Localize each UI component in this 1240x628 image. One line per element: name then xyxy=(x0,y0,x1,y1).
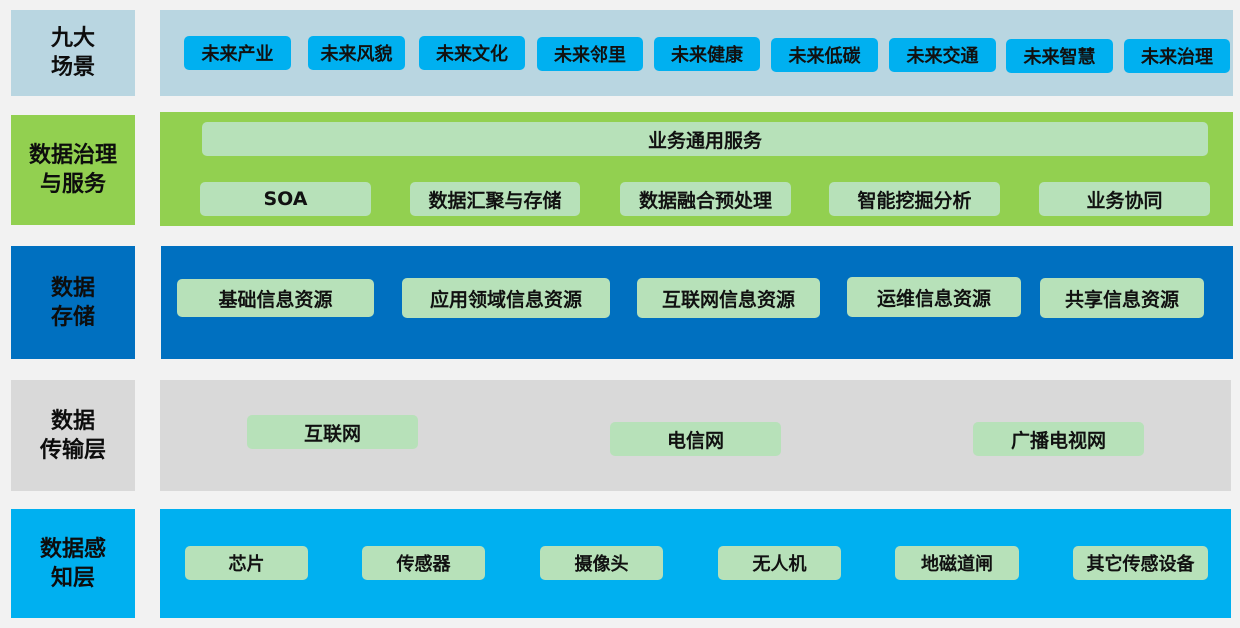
sensing-chip-camera: 摄像头 xyxy=(540,546,663,580)
governance-chip-collaboration: 业务协同 xyxy=(1039,182,1210,216)
governance-chip-aggregation: 数据汇聚与存储 xyxy=(410,182,580,216)
storage-chip-shared: 共享信息资源 xyxy=(1040,278,1204,318)
layer-panel-transport: 互联网 电信网 广播电视网 xyxy=(160,380,1231,491)
governance-chip-mining: 智能挖掘分析 xyxy=(829,182,1000,216)
layer-panel-sensing: 芯片 传感器 摄像头 无人机 地磁道闸 其它传感设备 xyxy=(160,509,1231,618)
common-service-banner: 业务通用服务 xyxy=(202,122,1208,156)
transport-chip-broadcast: 广播电视网 xyxy=(973,422,1144,456)
layer-label-storage: 数据 存储 xyxy=(11,246,135,359)
layer-label-scenes: 九大 场景 xyxy=(11,10,135,96)
layer-panel-storage: 基础信息资源 应用领域信息资源 互联网信息资源 运维信息资源 共享信息资源 xyxy=(161,246,1233,359)
scene-chip-appearance: 未来风貌 xyxy=(308,36,405,70)
storage-chip-application: 应用领域信息资源 xyxy=(402,278,610,318)
layer-panel-governance: 业务通用服务 SOA 数据汇聚与存储 数据融合预处理 智能挖掘分析 业务协同 xyxy=(160,112,1233,226)
transport-chip-internet: 互联网 xyxy=(247,415,418,449)
sensing-chip-other-devices: 其它传感设备 xyxy=(1073,546,1208,580)
scene-chip-transport: 未来交通 xyxy=(889,38,996,72)
scene-chip-governance: 未来治理 xyxy=(1124,39,1230,73)
storage-chip-basic: 基础信息资源 xyxy=(177,279,374,317)
storage-chip-operations: 运维信息资源 xyxy=(847,277,1021,317)
transport-chip-telecom: 电信网 xyxy=(610,422,781,456)
sensing-chip-geomagnetic-gate: 地磁道闸 xyxy=(895,546,1019,580)
layer-label-sensing: 数据感 知层 xyxy=(11,509,135,618)
scene-chip-industry: 未来产业 xyxy=(184,36,291,70)
scene-chip-neighborhood: 未来邻里 xyxy=(537,37,643,71)
sensing-chip-drone: 无人机 xyxy=(718,546,841,580)
scene-chip-health: 未来健康 xyxy=(654,37,760,71)
layer-label-transport: 数据 传输层 xyxy=(11,380,135,491)
governance-chip-fusion: 数据融合预处理 xyxy=(620,182,791,216)
scene-chip-smart: 未来智慧 xyxy=(1006,39,1113,73)
storage-chip-internet: 互联网信息资源 xyxy=(637,278,820,318)
scene-chip-culture: 未来文化 xyxy=(419,36,525,70)
governance-chip-soa: SOA xyxy=(200,182,371,216)
scene-chip-low-carbon: 未来低碳 xyxy=(771,38,878,72)
layer-panel-scenes: 未来产业 未来风貌 未来文化 未来邻里 未来健康 未来低碳 未来交通 未来智慧 … xyxy=(160,10,1233,96)
layer-label-governance: 数据治理 与服务 xyxy=(11,115,135,225)
sensing-chip-chip: 芯片 xyxy=(185,546,308,580)
sensing-chip-sensor: 传感器 xyxy=(362,546,485,580)
